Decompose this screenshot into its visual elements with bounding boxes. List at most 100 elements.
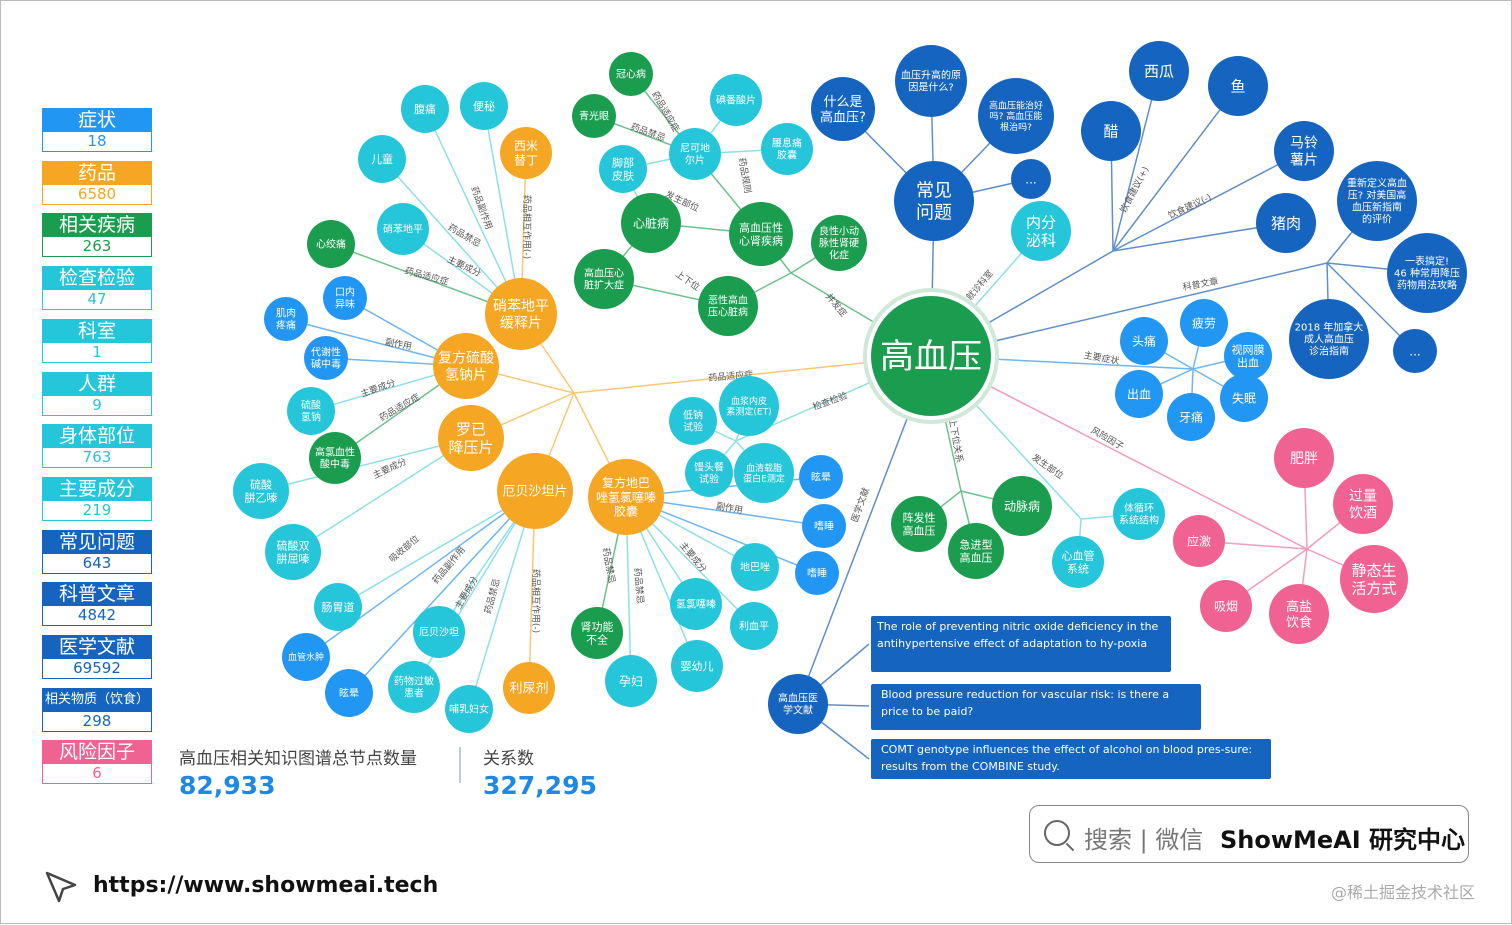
graph-node-label: 眩晕 — [811, 471, 831, 484]
graph-node[interactable]: 氢氯噻嗪 — [670, 578, 722, 630]
graph-node[interactable]: 腹痛 — [401, 85, 449, 133]
reference-2[interactable]: Blood pressure reduction for vascular ri… — [871, 684, 1201, 730]
graph-node[interactable]: 硝苯地平 — [377, 203, 429, 255]
graph-node[interactable]: 利尿剂 — [503, 662, 555, 714]
graph-node[interactable]: 便秘 — [460, 82, 508, 130]
graph-node[interactable]: 头痛 — [1120, 317, 1168, 365]
graph-node[interactable]: 儿童 — [358, 135, 406, 183]
graph-node[interactable]: 猪肉 — [1256, 193, 1316, 253]
graph-node[interactable]: 失眠 — [1220, 374, 1268, 422]
graph-node[interactable]: 醋 — [1081, 101, 1141, 161]
graph-node[interactable]: 眩晕 — [799, 455, 843, 499]
graph-node-circle — [572, 94, 616, 138]
graph-node[interactable]: 出血 — [1115, 370, 1163, 418]
graph-node[interactable]: 血管水肿 — [282, 633, 330, 681]
graph-node-circle — [388, 661, 440, 713]
graph-node-label: 过量 — [1349, 489, 1377, 505]
graph-node[interactable]: 厄贝沙坦 — [413, 606, 465, 658]
graph-node[interactable]: 地巴唑 — [731, 543, 779, 591]
graph-node[interactable]: 疲劳 — [1180, 299, 1228, 347]
graph-node[interactable]: 眩晕 — [325, 669, 373, 717]
graph-node[interactable]: 常见问题 — [894, 161, 974, 241]
graph-node[interactable]: ... — [1393, 329, 1437, 373]
reference-1[interactable]: The role of preventing nitric oxide defi… — [871, 616, 1171, 672]
graph-node-label: 内分 — [1026, 213, 1056, 231]
graph-node[interactable]: ... — [1011, 159, 1051, 199]
graph-node[interactable]: 牙痛 — [1167, 393, 1215, 441]
graph-node[interactable]: 婴幼儿 — [671, 640, 723, 692]
graph-node-circle — [1333, 474, 1393, 534]
graph-node[interactable]: 孕妇 — [605, 655, 657, 707]
wechat-search-box[interactable]: 搜索 | 微信 ShowMeAI 研究中心 — [1029, 805, 1469, 863]
graph-node[interactable]: 青光眼 — [572, 94, 616, 138]
graph-node[interactable]: 厄贝沙坦片 — [497, 453, 573, 529]
graph-node[interactable]: 肥胖 — [1274, 428, 1334, 488]
graph-node[interactable]: 碘番酸片 — [710, 74, 762, 126]
graph-node[interactable]: 应激 — [1173, 515, 1225, 567]
graph-node[interactable]: 西瓜 — [1129, 41, 1189, 101]
graph-node[interactable]: 嗜睡 — [802, 504, 846, 548]
graph-node-label: 降压片 — [448, 438, 493, 456]
graph-node[interactable]: 高血压 — [863, 288, 999, 424]
graph-node[interactable]: 心脏病 — [621, 193, 681, 253]
graph-node-label: 脚部 — [612, 155, 634, 169]
graph-edge — [348, 490, 536, 694]
graph-node[interactable]: 动脉病 — [992, 476, 1052, 536]
graph-node[interactable]: 利血平 — [730, 602, 778, 650]
graph-node[interactable]: 嗜睡 — [795, 551, 839, 595]
graph-node[interactable]: 肠胃道 — [314, 583, 362, 631]
graph-node[interactable]: 哺乳妇女 — [445, 685, 493, 733]
website-link[interactable]: https://www.showmeai.tech — [93, 873, 439, 898]
graph-node[interactable]: 冠心病 — [609, 52, 653, 96]
graph-node[interactable]: 吸烟 — [1200, 580, 1252, 632]
legend-count: 263 — [42, 237, 152, 258]
legend-label: 药品 — [42, 160, 152, 185]
reference-3[interactable]: COMT genotype influences the effect of a… — [871, 739, 1271, 779]
graph-node-circle — [304, 336, 348, 380]
graph-node[interactable]: 心绞痛 — [307, 220, 355, 268]
graph-node[interactable]: 鱼 — [1208, 56, 1268, 116]
